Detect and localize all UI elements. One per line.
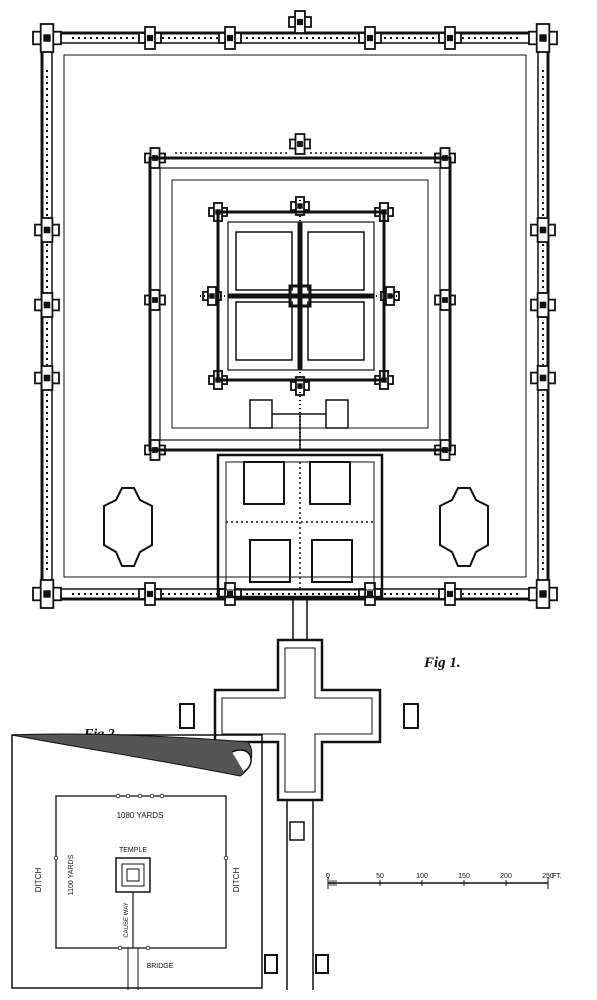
gate-dot <box>117 945 123 951</box>
gate-pavilion <box>358 26 382 50</box>
corner-pavilion <box>32 579 62 609</box>
gate-pavilion <box>218 582 242 606</box>
inner-libraries <box>249 399 349 450</box>
fig2-ditch-left: DITCH <box>34 868 43 893</box>
fig2-bridge-label: BRIDGE <box>147 963 174 970</box>
gate-pavilion <box>218 26 242 50</box>
side-pavilion <box>530 292 556 318</box>
outer-pavilions <box>32 10 558 609</box>
inner-pavilion <box>434 289 456 311</box>
scale-tick-label: 200 <box>500 873 512 880</box>
gate-pavilion <box>138 26 162 50</box>
fig2-top-label: 1080 YARDS <box>117 811 164 820</box>
entrance-terrace <box>179 600 419 990</box>
corner-pavilion <box>32 23 62 53</box>
scale-unit: FT. <box>552 873 562 880</box>
inner-pavilion <box>289 133 311 155</box>
side-pavilion <box>34 217 60 243</box>
paper-curl <box>11 733 253 777</box>
outer-libraries <box>103 487 489 567</box>
gate-dot <box>149 793 155 799</box>
fig2-ditch-right: DITCH <box>232 868 241 893</box>
gate-dot <box>53 855 59 861</box>
gate-pavilion <box>438 26 462 50</box>
gate-dot <box>145 945 151 951</box>
scale-tick-label: 150 <box>458 873 470 880</box>
central-sanctuary <box>200 200 400 445</box>
gate-pavilion <box>358 582 382 606</box>
corner-pavilion <box>528 23 558 53</box>
gate-dot <box>159 793 165 799</box>
side-pavilion <box>530 217 556 243</box>
tower <box>290 196 310 216</box>
inner-pavilion <box>144 289 166 311</box>
fig2-gate-dots <box>53 793 229 951</box>
side-pavilion <box>34 365 60 391</box>
corner-pavilion <box>528 579 558 609</box>
fig1-caption: Fig 1. <box>423 655 461 671</box>
scale-tick-label: 250 <box>542 873 554 880</box>
scale-tick-label: 50 <box>376 873 384 880</box>
scale-tick-label: 100 <box>416 873 428 880</box>
side-pavilion <box>530 365 556 391</box>
gate-dot <box>125 793 131 799</box>
gate-dot <box>223 855 229 861</box>
gate-dot <box>137 793 143 799</box>
fig2-causeway-label: CAUSE WAY <box>124 902 130 937</box>
cruciform-cloister <box>216 453 384 599</box>
fig2-temple-label: TEMPLE <box>119 847 147 854</box>
gate-pavilion <box>138 582 162 606</box>
gate-pavilion <box>288 10 312 34</box>
scale-ticks: 0 50 100 150 200 250 <box>326 873 554 886</box>
gate-dot <box>115 793 121 799</box>
scale-bar <box>327 877 549 889</box>
outer-gallery <box>40 31 550 601</box>
scale-tick-label: 0 <box>326 873 330 880</box>
side-pavilion <box>34 292 60 318</box>
gate-pavilion <box>438 582 462 606</box>
fig2-side-label: 1100 YARDS <box>68 854 75 895</box>
